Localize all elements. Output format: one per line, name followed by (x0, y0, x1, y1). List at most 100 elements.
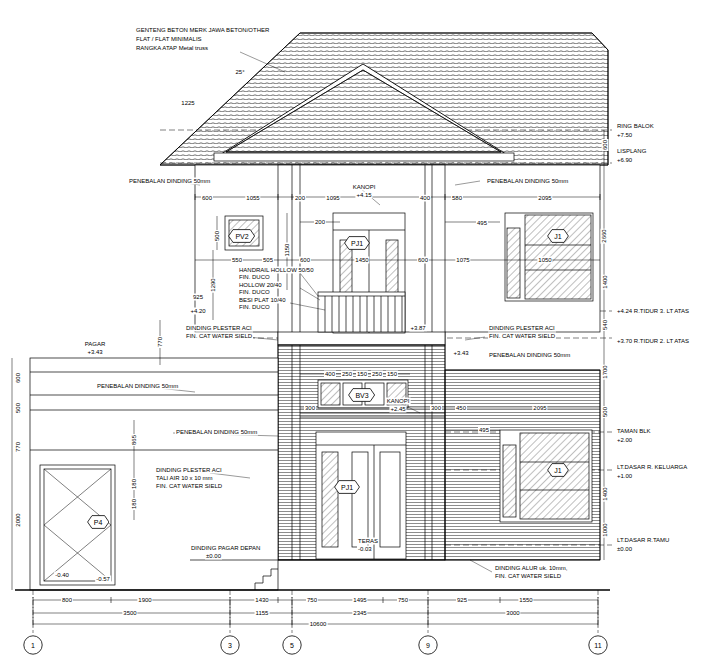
annotation-text: 2000 (15, 512, 22, 527)
grid-axis-bubble: 3 (220, 635, 240, 655)
annotation-text: 580 (451, 195, 463, 202)
annotation-text: 750 (306, 597, 318, 604)
opening-tag: PJ1 (334, 480, 360, 494)
annotation-text: +7.50 (616, 132, 633, 139)
annotation-text: 1550 (518, 597, 533, 604)
tag-text: J1 (554, 467, 561, 474)
annotation-text: FIN. DUCO (238, 274, 271, 281)
annotation-text: 1225 (180, 100, 195, 107)
opening-tag: PJ1 (344, 236, 370, 250)
annotation-text: +1.00 (616, 473, 633, 480)
tag-text: PJ1 (341, 484, 353, 491)
tag-text: 3 (228, 642, 232, 649)
tag-text: 9 (426, 642, 430, 649)
annotation-text: 925 (456, 597, 468, 604)
tag-outline (221, 636, 239, 654)
annotation-text: 550 (231, 257, 243, 264)
annotation-text: 1430 (254, 597, 269, 604)
annotation-text: 500 (15, 402, 22, 414)
grid-axis-bubble: 1 (23, 635, 43, 655)
annotation-text: 505 (262, 257, 274, 264)
annotation-text: FIN. DUCO (238, 304, 271, 311)
annotation-text: DINDING ALUR uk. 10mm, (494, 565, 568, 572)
annotation-text: 250 (341, 371, 353, 378)
annotation-text: FIN. CAT WATER SIELD (488, 333, 556, 340)
annotation-text: +4.24 R.TIDUR 3. LT ATAS (616, 308, 690, 315)
annotation-text: 1050 (537, 257, 552, 264)
annotation-text: +3.43 (452, 350, 469, 357)
annotation-text: 1155 (255, 610, 270, 617)
annotation-text: RANGKA ATAP Metal truss (135, 45, 209, 52)
annotation-text: LT.DASAR R.TAMU (616, 537, 670, 544)
annotation-text: 2345 (352, 610, 367, 617)
annotation-text: HANDRAIL HOLLOW 50/50 (238, 267, 314, 274)
annotation-text: 2660 (601, 228, 608, 243)
annotation-text: DINDING PLESTER ACI (155, 467, 223, 474)
tag-outline (548, 230, 569, 243)
annotation-text: +6.90 (616, 157, 633, 164)
annotation-text: 200 (314, 219, 326, 226)
opening-tag: PV2 (228, 229, 255, 243)
tag-text: PV2 (235, 233, 248, 240)
annotation-text: PENEBALAN DINDING 50mm (96, 383, 179, 390)
annotation-text: +2.45 (389, 406, 406, 413)
annotation-text: TALI AIR 10 x 10 mm (155, 475, 214, 482)
annotation-text: 150 (386, 371, 398, 378)
annotation-text: +4.20 (189, 308, 206, 315)
annotation-text: 400 (324, 371, 336, 378)
grid-axis-bubble: 9 (418, 635, 438, 655)
annotation-text: 2095 (537, 195, 552, 202)
annotation-text: DINDING PLESTER ACI (488, 325, 556, 332)
annotation-text: 300 (430, 405, 442, 412)
annotation-text: 865 (131, 434, 138, 446)
grid-axis-bubble: 11 (588, 635, 608, 655)
tag-outline (283, 636, 301, 654)
annotation-text: FIN. CAT WATER SIELD (155, 483, 223, 490)
annotation-text: 540 (602, 319, 609, 331)
annotation-text: KANOPI (352, 184, 377, 191)
annotation-text: 1450 (354, 257, 369, 264)
annotation-text: 1000 (602, 522, 609, 537)
annotation-text: 800 (61, 597, 73, 604)
tag-outline (87, 516, 108, 529)
annotation-text: -0.40 (54, 572, 70, 579)
annotation-text: -0.03 (357, 546, 373, 553)
annotation-text: 1290 (210, 277, 217, 292)
annotation-text: PENEBALAN DINDING 50mm (486, 178, 569, 185)
annotation-text: HOLLOW 20/40 (238, 282, 283, 289)
annotation-text: 1075 (455, 257, 470, 264)
annotation-text: 500 (602, 406, 609, 418)
annotation-text: TAMAN BLK (616, 428, 652, 435)
annotation-text: 600 (201, 195, 213, 202)
annotation-text: PAGAR (84, 341, 107, 348)
annotation-text: 600 (417, 257, 429, 264)
annotation-text: LT.DASAR R. KELUARGA (616, 464, 688, 471)
annotation-text: DINDING PAGAR DEPAN (190, 545, 261, 552)
annotation-text: 10600 (309, 621, 328, 628)
annotation-text: 495 (476, 220, 488, 227)
annotation-text: FLAT / FLAT MINIMALIS (135, 36, 203, 43)
tag-outline (335, 481, 360, 494)
annotation-text: PENEBALAN DINDING 50mm (175, 429, 258, 436)
annotation-text: 400 (419, 195, 431, 202)
tag-outline (349, 389, 375, 402)
annotation-text: ±0.00 (205, 553, 222, 560)
annotation-text: +3.43 (86, 349, 103, 356)
annotation-text: -0.57 (95, 576, 111, 583)
annotation-text: 500 (214, 230, 221, 242)
tag-text: BV3 (355, 392, 368, 399)
tag-outline (548, 464, 569, 477)
tag-outline (589, 636, 607, 654)
annotation-text: 25° (234, 69, 245, 76)
grid-axis-bubble: 5 (282, 635, 302, 655)
annotation-text: 600 (602, 139, 609, 151)
tag-text: P4 (94, 519, 103, 526)
annotation-text: +2.00 (616, 437, 633, 444)
tag-outline (24, 636, 42, 654)
annotation-text: PENEBALAN DINDING 50mm (488, 352, 571, 359)
annotation-text: FIN. CAT WATER SIELD (185, 333, 253, 340)
annotation-text: 770 (15, 441, 22, 453)
annotation-text: 2095 (532, 405, 547, 412)
tag-text: 11 (594, 642, 601, 649)
